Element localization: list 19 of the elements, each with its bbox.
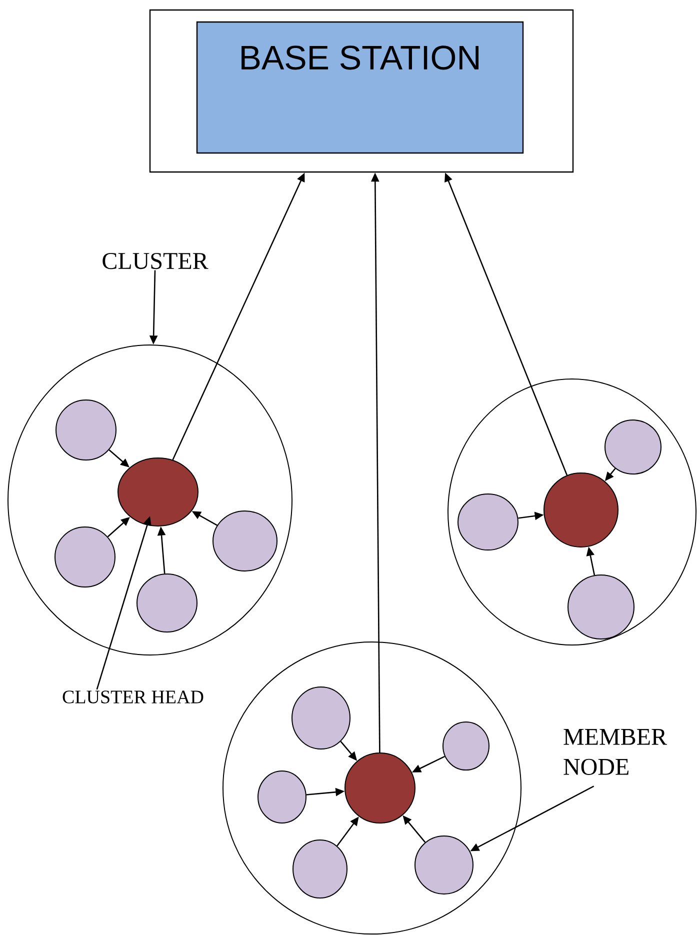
cluster-head-circle [544, 472, 618, 548]
cluster-head-circle [118, 458, 198, 526]
member-node-circle [136, 574, 198, 632]
member-node-circle [54, 526, 116, 588]
member-node-circle [604, 420, 662, 474]
member-node-circle [258, 770, 306, 824]
node-label: MEMBER NODE [564, 729, 667, 775]
node-label: CLUSTER HEAD [62, 690, 204, 704]
member-node-circle [56, 400, 116, 460]
member-node-circle [568, 574, 634, 640]
member-node-circle [442, 722, 490, 770]
member-node-circle [458, 494, 518, 550]
base-station-box: BASE STATION [196, 21, 524, 154]
cluster-head-circle [344, 752, 416, 824]
member-node-circle [414, 836, 474, 894]
member-node-circle [292, 686, 350, 750]
member-node-circle [212, 510, 278, 572]
node-label: CLUSTER [102, 252, 208, 270]
member-node-circle [292, 840, 348, 898]
